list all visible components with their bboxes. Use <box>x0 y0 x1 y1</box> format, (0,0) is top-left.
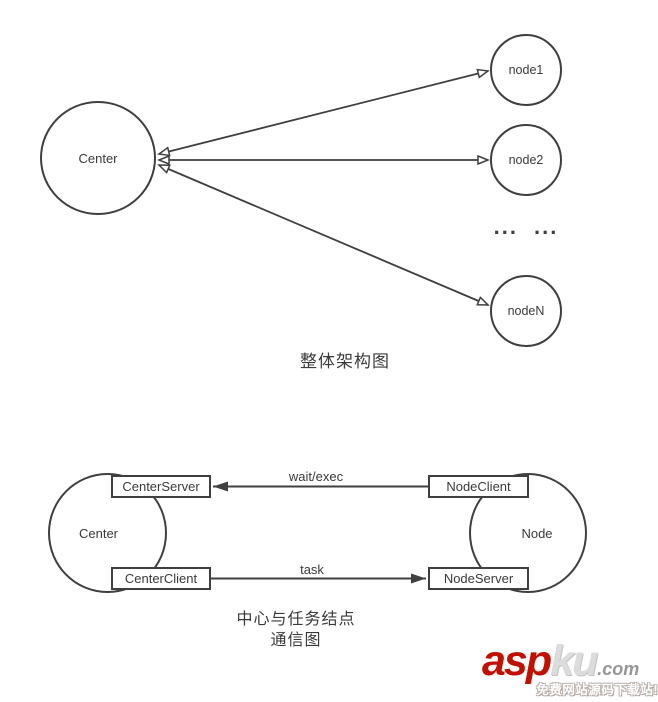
node1-circle: node1 <box>490 34 562 106</box>
bottom-caption-line1: 中心与任务结点 <box>236 611 356 628</box>
node-server-box: NodeServer <box>428 567 529 590</box>
bottom-center-label: Center <box>78 525 119 541</box>
bottom-caption-line2: 通信图 <box>270 632 322 649</box>
aspku-logo: asp ku .com <box>482 640 658 683</box>
node-server-label: NodeServer <box>443 571 514 586</box>
center-server-box: CenterServer <box>111 475 211 498</box>
center-nodeN-arrow <box>159 164 488 306</box>
node2-circle: node2 <box>490 124 562 196</box>
nodeN-label: nodeN <box>507 304 545 318</box>
task-arrow-label: task <box>300 562 324 577</box>
top-diagram-caption: 整体架构图 <box>300 352 390 371</box>
center-circle: Center <box>40 101 156 215</box>
site-watermark: asp ku .com 免费网站源码下载站! <box>482 640 658 700</box>
center-server-label: CenterServer <box>122 479 200 494</box>
node-client-label: NodeClient <box>446 479 511 494</box>
bottom-diagram-caption: 中心与任务结点 通信图 <box>216 609 376 651</box>
center-client-box: CenterClient <box>111 567 211 590</box>
wait-exec-arrow-label: wait/exec <box>288 469 344 484</box>
nodeN-circle: nodeN <box>490 275 562 347</box>
logo-com-text: .com <box>597 659 640 679</box>
bottom-node-label: Node <box>521 525 553 541</box>
center-client-label: CenterClient <box>124 571 198 586</box>
more-nodes-ellipsis: ... ... <box>493 214 559 239</box>
watermark-tagline: 免费网站源码下载站! <box>536 683 658 697</box>
center-node1-arrow <box>159 71 488 154</box>
node2-label: node2 <box>508 153 544 167</box>
node1-label: node1 <box>508 63 544 77</box>
center-label: Center <box>78 150 118 166</box>
logo-ku-text: ku <box>550 637 598 685</box>
node-client-box: NodeClient <box>428 475 529 498</box>
logo-asp-text: asp <box>482 637 552 685</box>
